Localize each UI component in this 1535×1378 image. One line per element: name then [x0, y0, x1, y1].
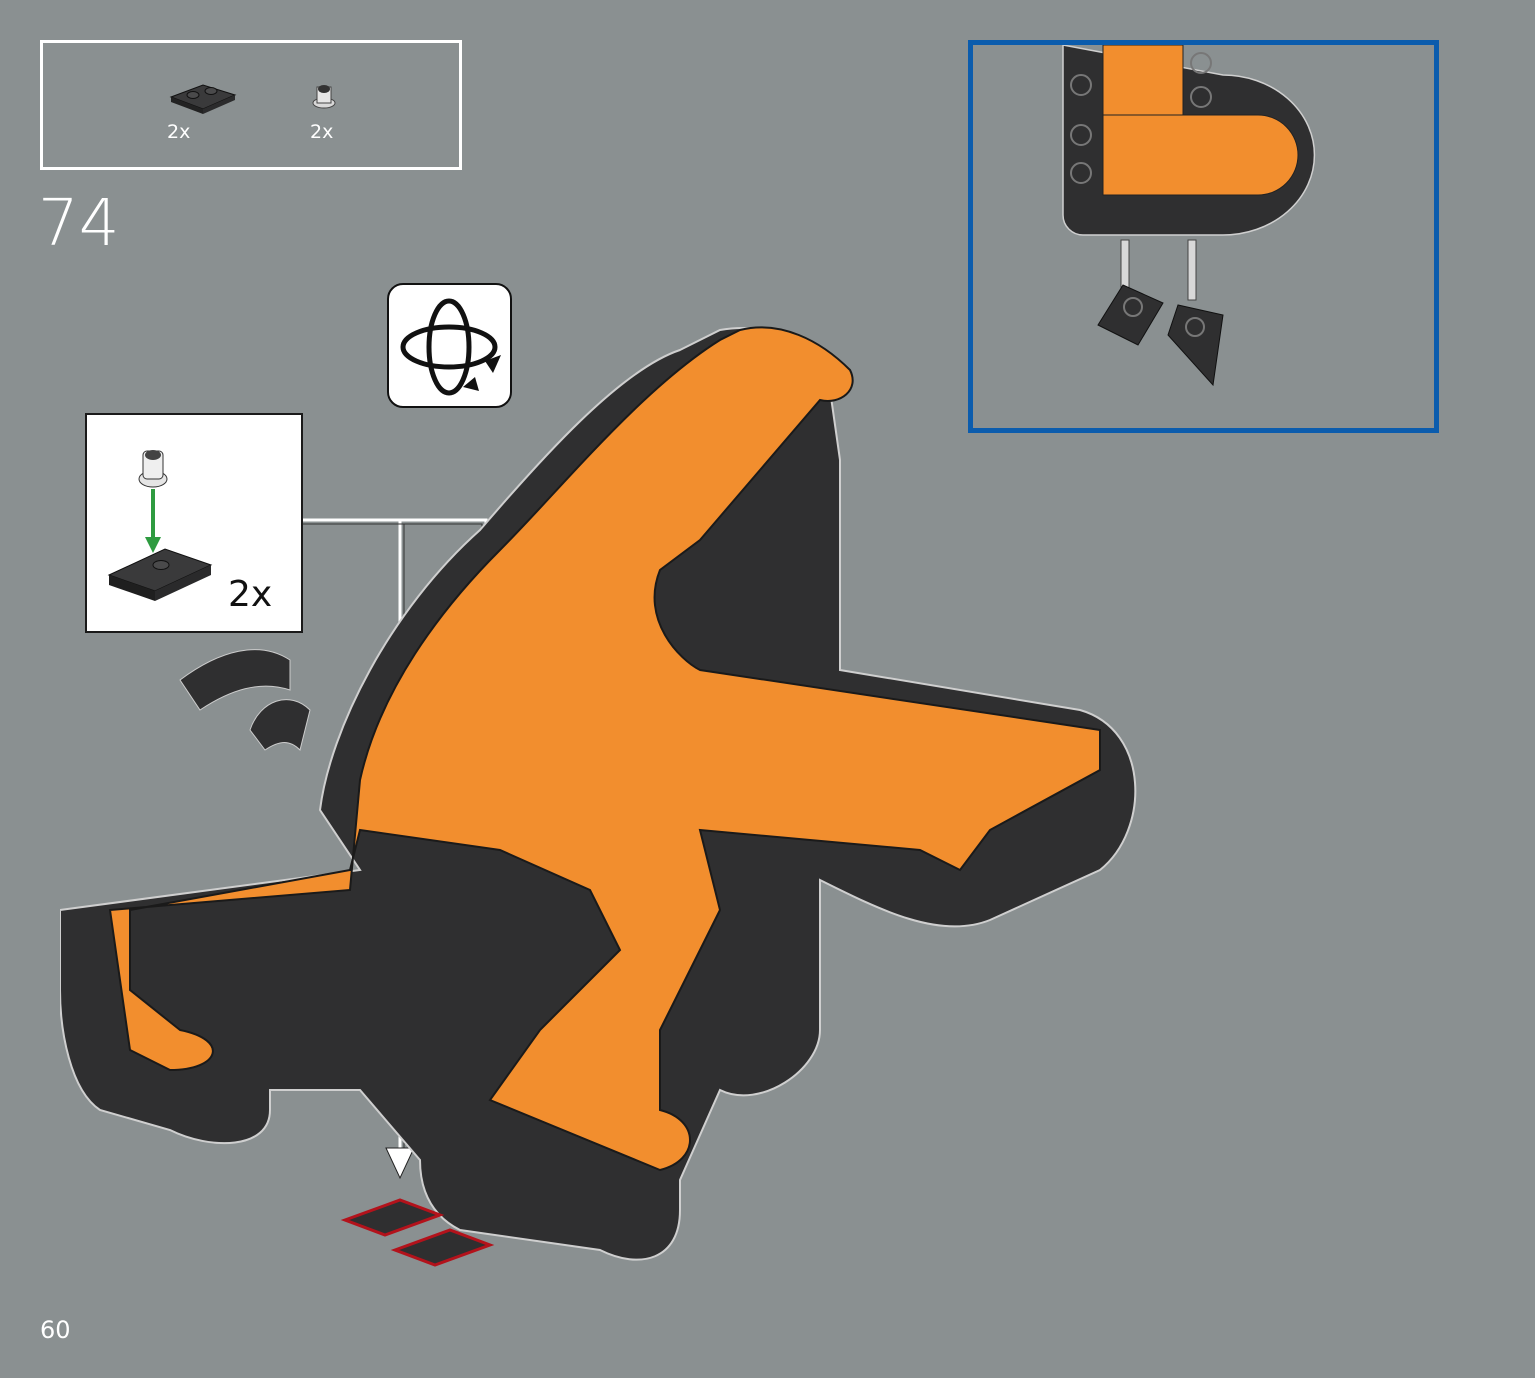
part-qty-1: 2x [167, 121, 191, 143]
green-down-arrow [145, 537, 161, 553]
rotate-model-box [387, 283, 512, 408]
model-illustration [60, 326, 1137, 1267]
highlighted-plate-2 [390, 1228, 495, 1267]
clip-part-icon [107, 441, 217, 611]
highlighted-plate-1 [340, 1198, 445, 1237]
step-number: 74 [38, 187, 120, 261]
callout-qty: 2x [228, 574, 273, 615]
page-number: 60 [40, 1316, 71, 1344]
plate-1x2-dark-icon [167, 79, 239, 115]
detail-illustration [1062, 45, 1316, 387]
part-qty-2: 2x [310, 121, 334, 143]
clip-bar-holder-icon [309, 81, 339, 115]
down-arrow-left [385, 1147, 415, 1180]
subassembly-callout: 2x [85, 413, 303, 633]
rotate-model-icon [400, 298, 501, 396]
detail-inset [968, 40, 1439, 433]
parts-list-box: 2x 2x [40, 40, 462, 170]
